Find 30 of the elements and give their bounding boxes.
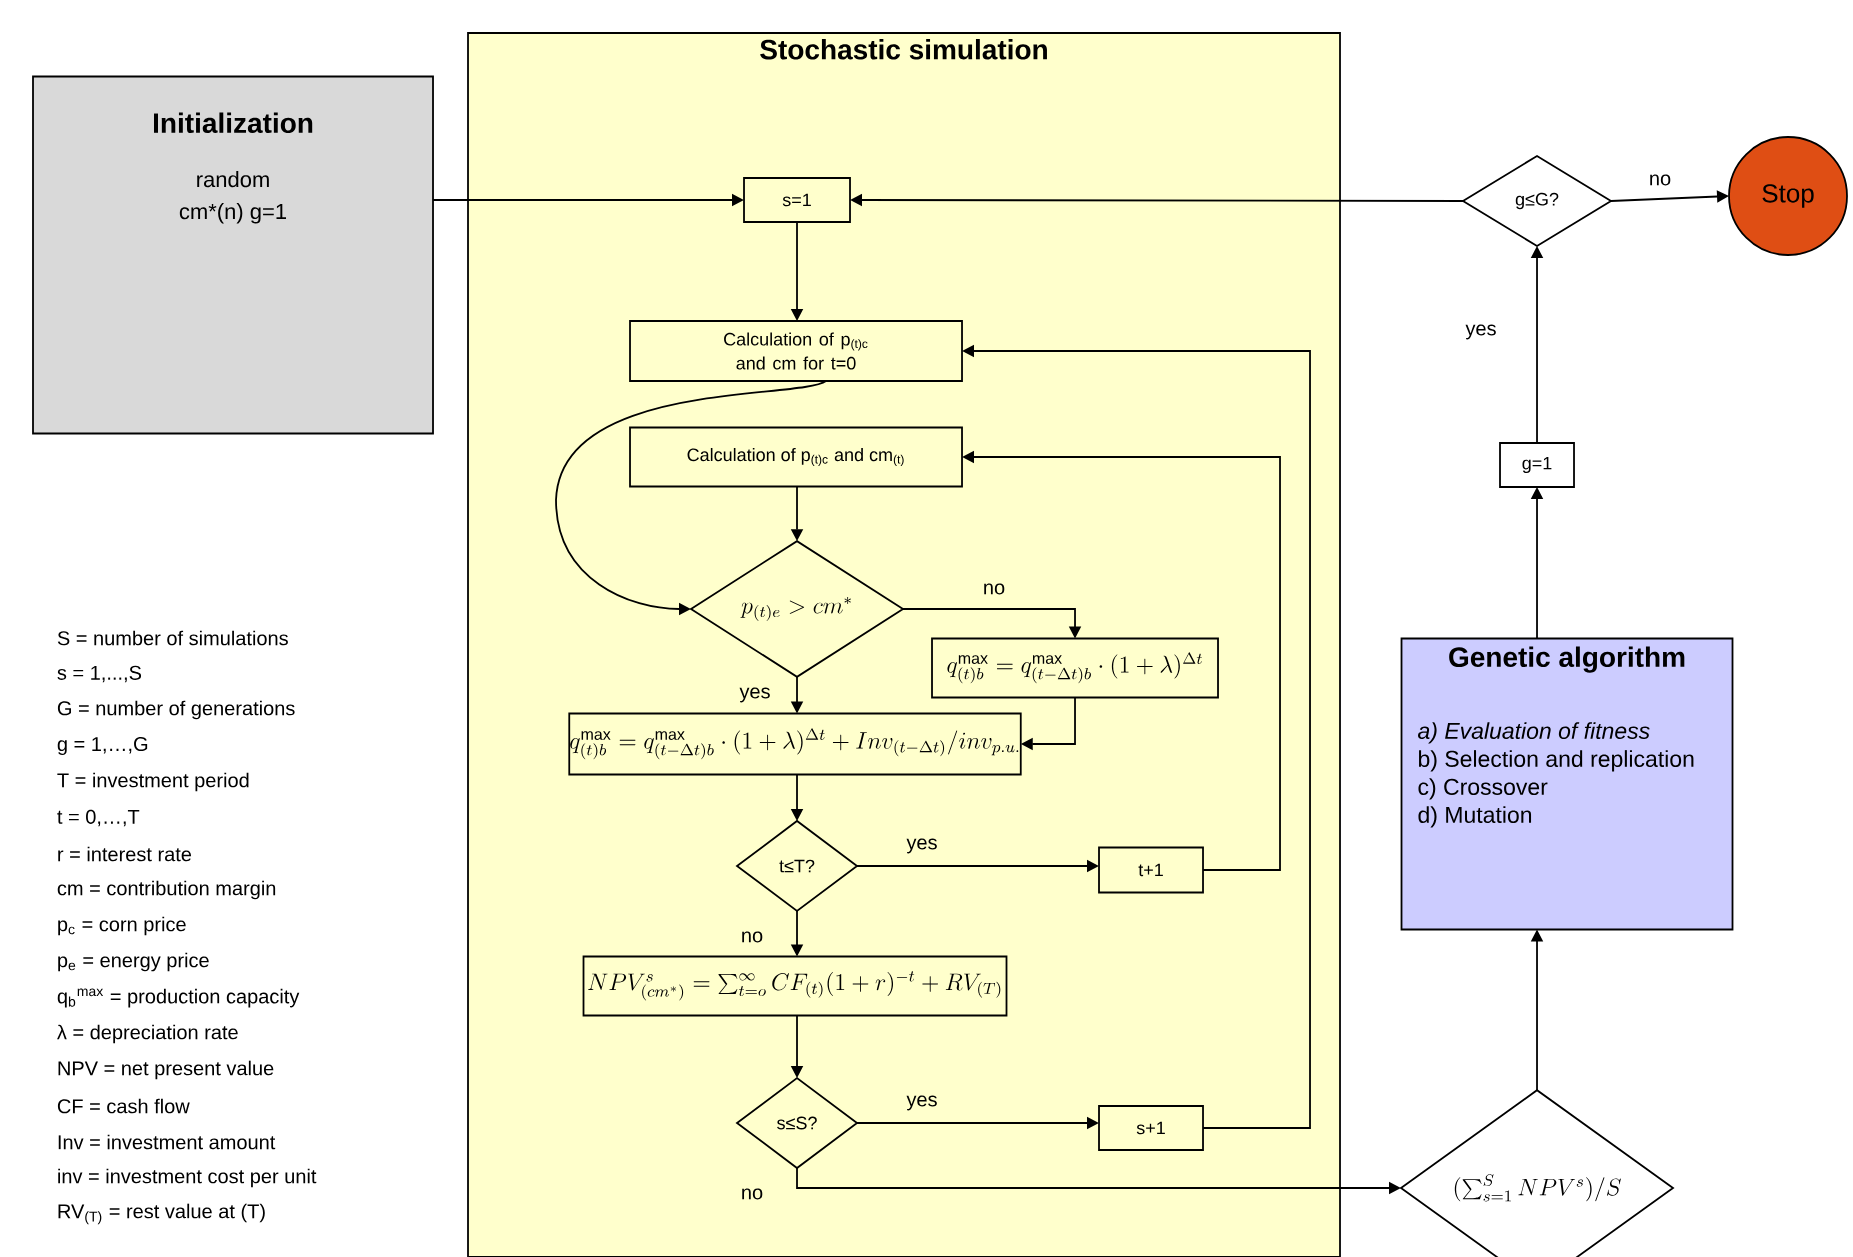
process-box: s=1 — [743, 177, 851, 223]
legend-text: RV$_{(T)}$ = rest value at (T) — [58, 1203, 265, 1225]
legend-text: CF = cash flow — [57, 1098, 190, 1114]
legend-text: inv = investment cost per unit — [58, 1168, 317, 1188]
edge-label: no — [1646, 172, 1674, 188]
legend-text: G = number of generations — [57, 700, 295, 720]
process-box: t+1 — [1098, 846, 1204, 894]
process-box: g=1 — [1499, 442, 1575, 488]
formula-box: $NPV^{s}_{(cm^{*})} = \sum_{t=o}^{\infty} CF_{(t)} (1+r)^{-t} + RV_{(T)}$ — [582, 955, 1008, 1017]
process-box: Calculation of p$_{(t)c}$ and cm for t=0 — [629, 320, 963, 382]
edge-label: yes — [1463, 322, 1499, 342]
algorithm-box: Genetic algorithm a) Evaluation of fitness b) Selection and replication c) Crossover d) Mutation — [1400, 637, 1734, 931]
legend-text: s = 1,...,S — [57, 665, 142, 683]
legend-text: NPV = net present value — [58, 1060, 274, 1080]
initialization-box: Initialization random cm*(n) g=1 — [32, 75, 434, 435]
formula-box: $q^{\max}_{(t)b} = q^{\max}_{(t-\Delta t)b} \cdot (1+\lambda)^{\Delta t}$ — [931, 637, 1219, 699]
legend-text: g = 1,…,G — [57, 736, 148, 756]
legend-text: S = number of simulations — [57, 630, 288, 646]
legend-text: p$_{e}$ = energy price — [58, 952, 209, 972]
process-box: Calculation of p$_{(t)c}$ and cm$_{(t)}$ — [629, 426, 963, 488]
process-box: s+1 — [1098, 1105, 1204, 1151]
legend-text: λ = depreciation rate — [57, 1024, 238, 1044]
legend-text: cm = contribution margin — [57, 880, 276, 900]
formula-box: $q^{\max}_{(t)b} = q^{\max}_{(t-\Delta t)b} \cdot (1+\lambda)^{\Delta t} + Inv_{(t-\Delta t)} / inv_{p.u.}$ — [568, 712, 1022, 776]
legend-text: r = interest rate — [58, 846, 192, 862]
legend-text: q$_{b}$$^{max}$ = production capacity — [57, 988, 300, 1008]
legend-text: p$_{c}$ = corn price — [58, 916, 186, 936]
legend-text: t = 0,…,T — [57, 809, 140, 827]
legend-text: Inv = investment amount — [58, 1134, 276, 1150]
legend-text: T = investment period — [57, 772, 249, 792]
